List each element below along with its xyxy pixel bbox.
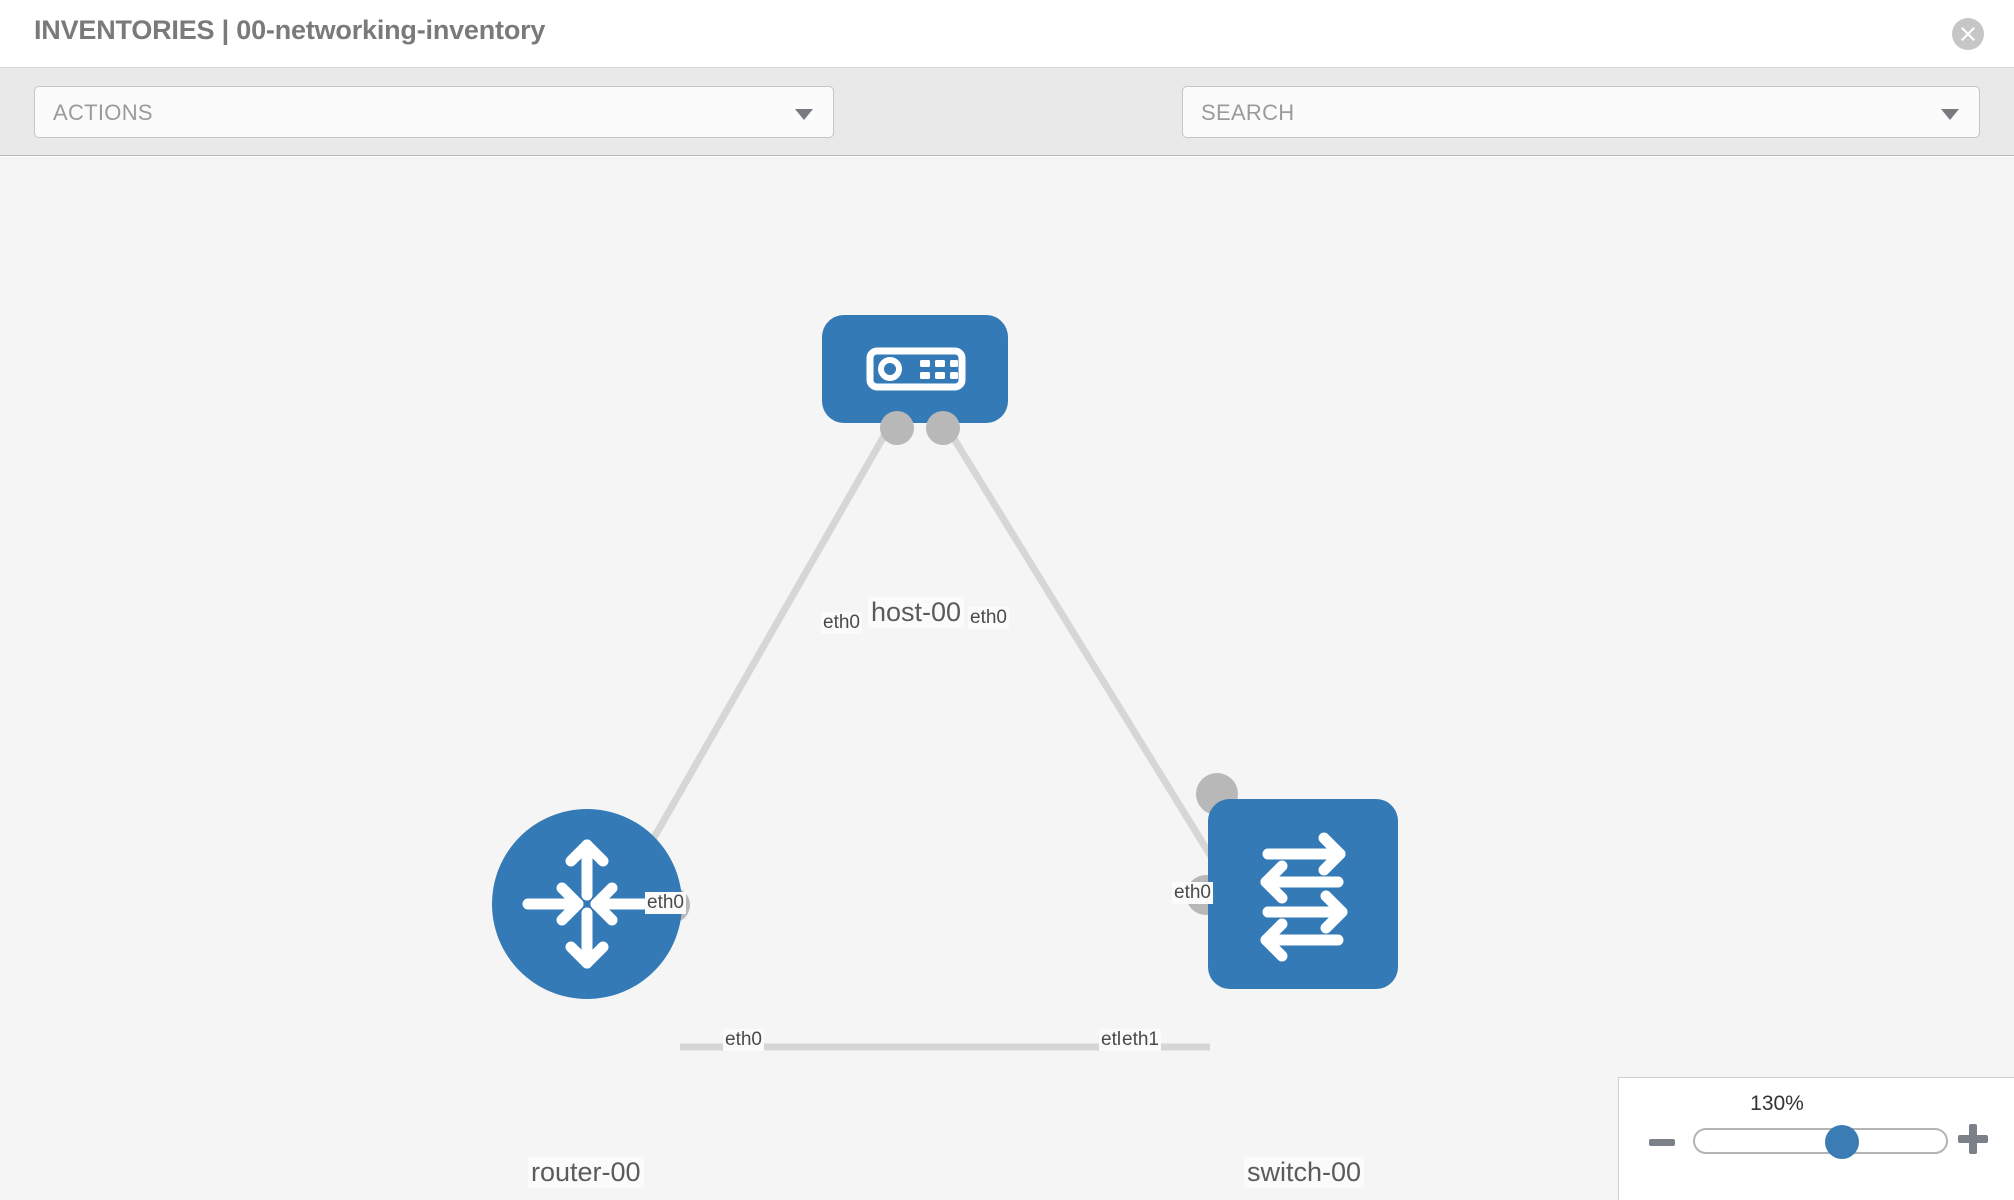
- actions-dropdown-label: ACTIONS: [53, 100, 153, 125]
- node-label-router-00: router-00: [528, 1157, 644, 1188]
- topology-node-host-00[interactable]: [822, 315, 1008, 445]
- zoom-control: 130%: [1618, 1077, 2014, 1200]
- edge-label-host-eth0-left: eth0: [821, 612, 862, 634]
- host-port-right[interactable]: [926, 411, 960, 445]
- plus-icon[interactable]: [1956, 1122, 1990, 1156]
- topology-edges: [616, 427, 1239, 1051]
- search-input[interactable]: SEARCH: [1182, 86, 1980, 138]
- close-icon[interactable]: [1952, 18, 1984, 50]
- edge-label-switch-eth0-uplink: eth0: [1172, 882, 1213, 904]
- edge-label-switch-eth1: eth1: [1120, 1029, 1161, 1051]
- host-node-shape: [822, 315, 1008, 423]
- zoom-slider-thumb[interactable]: [1825, 1125, 1860, 1159]
- chevron-down-icon: [795, 109, 813, 120]
- switch-node-shape: [1208, 799, 1398, 989]
- page-title: INVENTORIES | 00-networking-inventory: [34, 15, 546, 45]
- search-placeholder: SEARCH: [1201, 100, 1295, 125]
- edge-host-switch: [945, 427, 1239, 899]
- chevron-down-icon: [1941, 109, 1959, 120]
- switch-arrows-icon: [1260, 832, 1348, 962]
- edge-label-router-eth0: eth0: [723, 1029, 764, 1051]
- server-icon: [866, 347, 966, 391]
- node-label-host-00: host-00: [868, 597, 965, 628]
- topology-canvas[interactable]: host-00: [0, 157, 2014, 1200]
- zoom-percent-label: 130%: [1750, 1092, 1804, 1115]
- router-arrows-icon: [522, 839, 652, 969]
- toolbar: ACTIONS SEARCH: [0, 68, 2014, 199]
- edge-label-host-eth0-right: eth0: [968, 607, 1009, 629]
- zoom-slider-track[interactable]: [1693, 1125, 1948, 1159]
- edge-label-switch-eth0-truncated: etl: [1099, 1029, 1124, 1051]
- actions-dropdown[interactable]: ACTIONS: [34, 86, 834, 138]
- topology-node-switch-00[interactable]: [1186, 773, 1398, 989]
- edge-host-router: [616, 427, 892, 899]
- host-port-left[interactable]: [880, 411, 914, 445]
- node-label-switch-00: switch-00: [1244, 1157, 1365, 1188]
- minus-icon[interactable]: [1647, 1128, 1677, 1158]
- page-header: INVENTORIES | 00-networking-inventory: [0, 0, 2014, 68]
- edge-label-router-eth0-uplink: eth0: [645, 892, 686, 914]
